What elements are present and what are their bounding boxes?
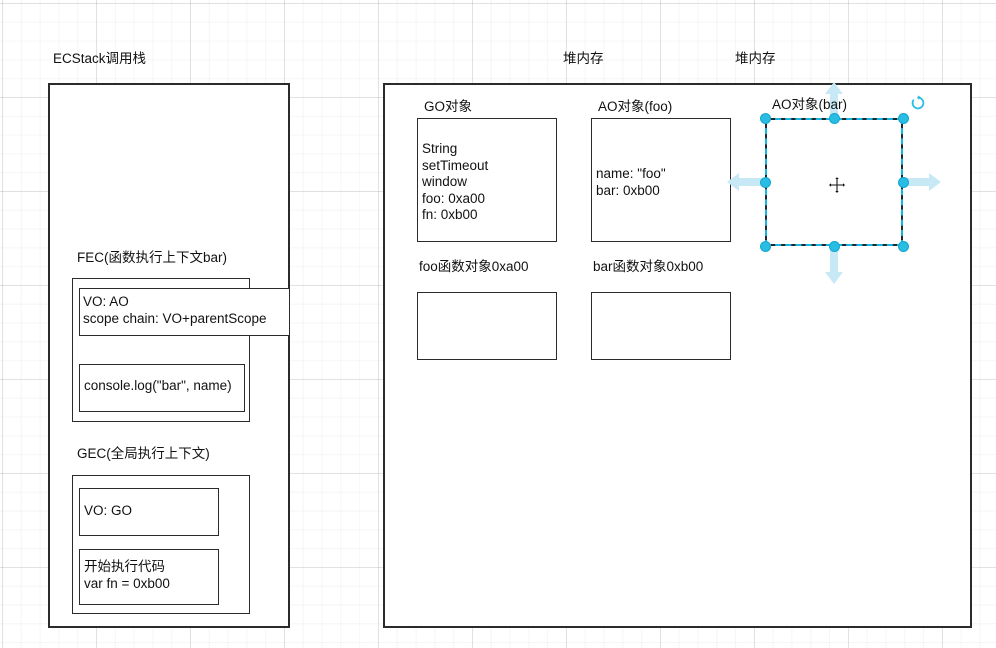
ao-foo-text: name: "foo" bar: 0xb00 <box>596 166 666 198</box>
resize-handle-top-right[interactable] <box>897 112 909 124</box>
ao-bar-title: AO对象(bar) <box>772 97 848 112</box>
fec-code-text: console.log("bar", name) <box>84 378 232 393</box>
resize-handle-bottom-center[interactable] <box>828 240 840 252</box>
ecstack-title: ECStack调用栈 <box>53 51 147 66</box>
resize-handle-middle-right[interactable] <box>897 176 909 188</box>
fec-code-box[interactable] <box>79 364 245 412</box>
fec-vo-box[interactable] <box>79 288 290 336</box>
resize-handle-bottom-right[interactable] <box>897 240 909 252</box>
gec-code-box[interactable] <box>79 549 219 605</box>
bar-fn-title: bar函数对象0xb00 <box>593 259 704 274</box>
resize-handle-top-left[interactable] <box>759 112 771 124</box>
gec-title: GEC(全局执行上下文) <box>77 446 210 461</box>
foo-fn-box[interactable] <box>417 292 557 360</box>
go-object-title: GO对象 <box>424 99 473 114</box>
gec-vo-text: VO: GO <box>84 503 133 518</box>
heap-title-right: 堆内存 <box>735 51 776 66</box>
resize-handle-middle-left[interactable] <box>759 176 771 188</box>
gec-code-text: 开始执行代码 var fn = 0xb00 <box>84 559 170 591</box>
move-cursor-icon[interactable] <box>827 175 847 195</box>
go-object-text: String setTimeout window foo: 0xa00 fn: … <box>422 141 489 223</box>
heap-title-left: 堆内存 <box>563 51 604 66</box>
rotate-icon[interactable] <box>910 95 926 111</box>
resize-handle-bottom-left[interactable] <box>759 240 771 252</box>
fec-title: FEC(函数执行上下文bar) <box>77 250 228 265</box>
gec-vo-box[interactable] <box>79 488 219 536</box>
ao-foo-title: AO对象(foo) <box>598 99 673 114</box>
go-object-box[interactable] <box>417 118 557 242</box>
resize-handle-top-center[interactable] <box>828 112 840 124</box>
fec-vo-text: VO: AO scope chain: VO+parentScope <box>83 294 267 326</box>
bar-fn-box[interactable] <box>591 292 731 360</box>
ao-foo-box[interactable] <box>591 118 731 242</box>
foo-fn-title: foo函数对象0xa00 <box>419 259 529 274</box>
